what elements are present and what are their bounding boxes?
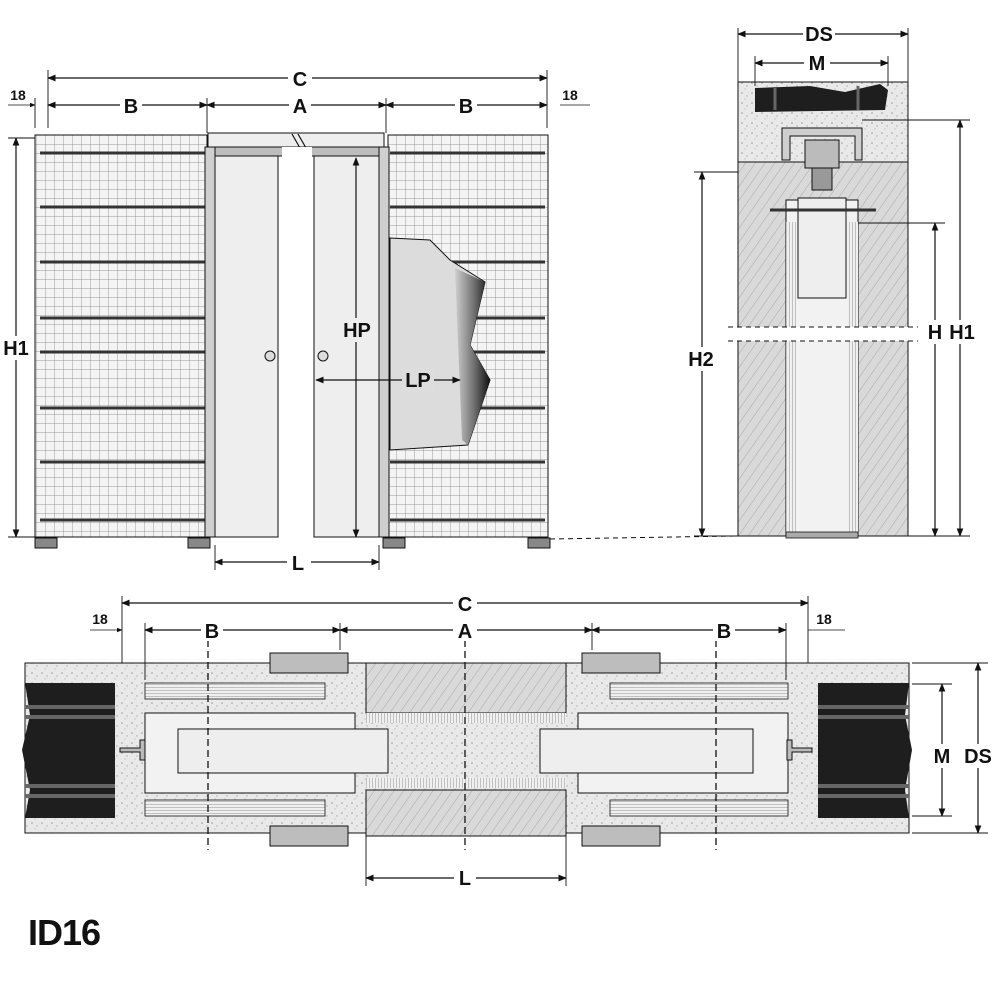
plan-gap-label-right: 18 [816,611,832,627]
product-code: ID16 [28,912,101,953]
front-view: C B A B 18 18 H1 HP LP L [2,66,736,575]
header-wood-top [365,662,567,714]
hanger-bolt [811,167,833,191]
dim-label-C: C [293,69,307,91]
dim-label-H: H [928,322,942,344]
left-upright [204,146,216,538]
dim-label-H2: H2 [688,349,714,371]
gap-label-left: 18 [10,87,26,103]
header-wood-bottom [365,789,567,837]
front-labels: C B A B 18 18 H1 HP LP L [2,66,578,575]
jamb-cap [581,652,661,674]
gap-label-right: 18 [562,87,578,103]
plan-gap-label-left: 18 [92,611,108,627]
cutaway-shadow [455,268,490,445]
cavity-lining-right [848,222,858,532]
plan-dim-label-B-left: B [205,621,219,643]
cavity-lining-left [786,222,796,532]
right-upright [378,146,390,538]
plan-section: C B A B 18 18 L M DS [22,591,994,890]
side-labels: DS M H2 H H1 [684,22,979,371]
dim-label-M: M [809,53,826,75]
plan-dim-label-M: M [934,746,951,768]
plan-dim-label-B-right: B [717,621,731,643]
foot [34,537,58,549]
break-gap [728,327,918,341]
dim-label-H1: H1 [3,338,29,360]
foot [187,537,211,549]
right-door-handle-icon [317,350,329,362]
floor-guide [785,531,859,539]
jamb-cap [269,652,349,674]
left-leaf-plan [177,728,389,774]
dim-label-DS: DS [805,24,833,46]
dim-label-H1-side: H1 [949,322,975,344]
left-door-leaf [214,155,279,538]
right-door-leaf [313,155,380,538]
dim-label-LP: LP [405,370,431,392]
jamb-cap [581,825,661,847]
side-section: DS M H2 H H1 [684,22,979,539]
dim-label-HP: HP [343,320,371,342]
break-gap [282,147,312,159]
side-door-panel [797,197,847,299]
plan-dim-label-C: C [458,594,472,616]
plan-dim-label-L: L [459,868,471,890]
dim-label-L: L [292,553,304,575]
t-profile-left [119,739,146,761]
dim-label-A: A [293,96,307,118]
dim-label-B-right: B [459,96,473,118]
trolley [804,139,840,169]
left-door-handle-icon [264,350,276,362]
t-profile-right [786,739,813,761]
ceiling-block [755,84,888,112]
plan-dim-label-DS: DS [964,746,992,768]
foot [527,537,551,549]
dim-label-B-left: B [124,96,138,118]
track-profile [781,127,863,161]
foot [382,537,406,549]
plan-dim-label-A: A [458,621,472,643]
break-mark [291,133,307,149]
plan-labels: C B A B 18 18 L M DS [92,591,994,890]
jamb-cap [269,825,349,847]
left-pocket-frame [34,134,208,538]
right-leaf-plan [539,728,754,774]
